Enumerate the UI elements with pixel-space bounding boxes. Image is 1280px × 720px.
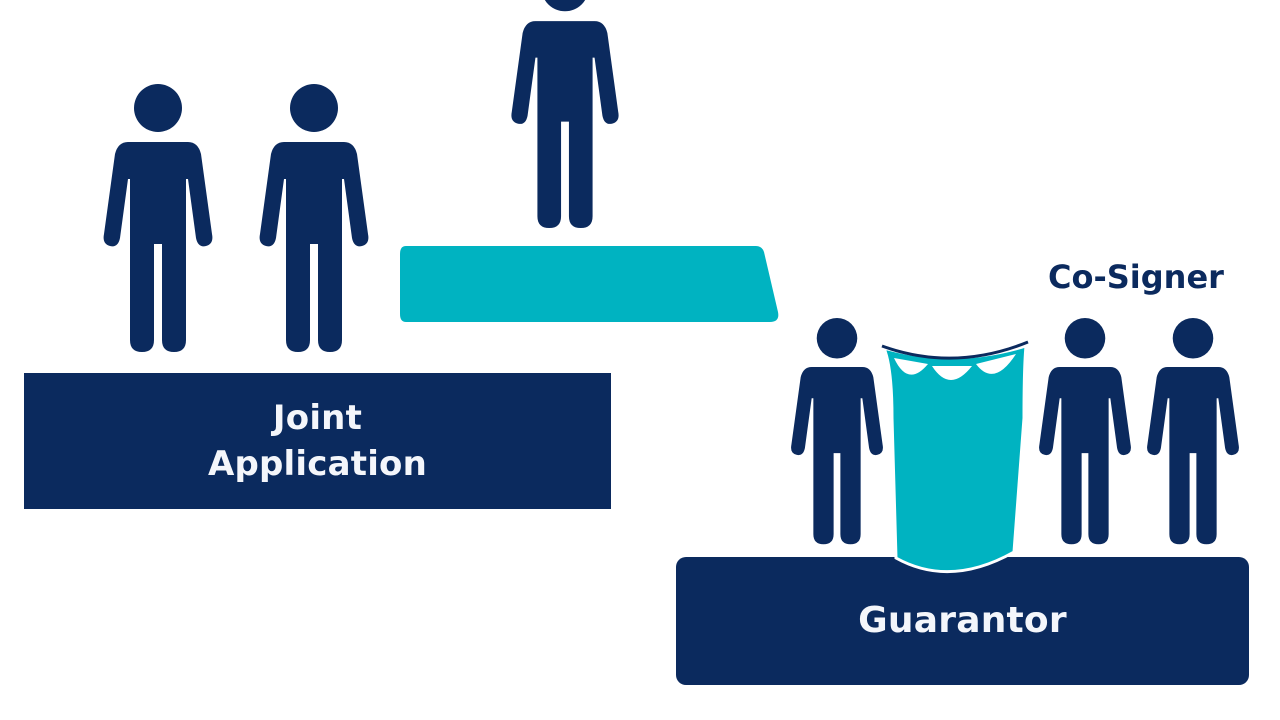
teal-curtain-shape <box>881 340 1029 574</box>
person-icon <box>100 84 216 354</box>
cosigner-label: Co-Signer <box>1048 258 1224 296</box>
joint-application-panel: Joint Application <box>24 373 611 509</box>
person-icon <box>507 0 623 230</box>
teal-platform-shape <box>400 246 779 322</box>
guarantor-panel: Guarantor <box>676 557 1249 685</box>
guarantor-label: Guarantor <box>858 600 1067 641</box>
joint-application-label-line1: Joint <box>272 398 363 438</box>
person-icon <box>788 318 886 546</box>
joint-application-label-line2: Application <box>207 444 428 484</box>
person-icon <box>256 84 372 354</box>
person-icon <box>1036 318 1134 546</box>
person-icon <box>1144 318 1242 546</box>
